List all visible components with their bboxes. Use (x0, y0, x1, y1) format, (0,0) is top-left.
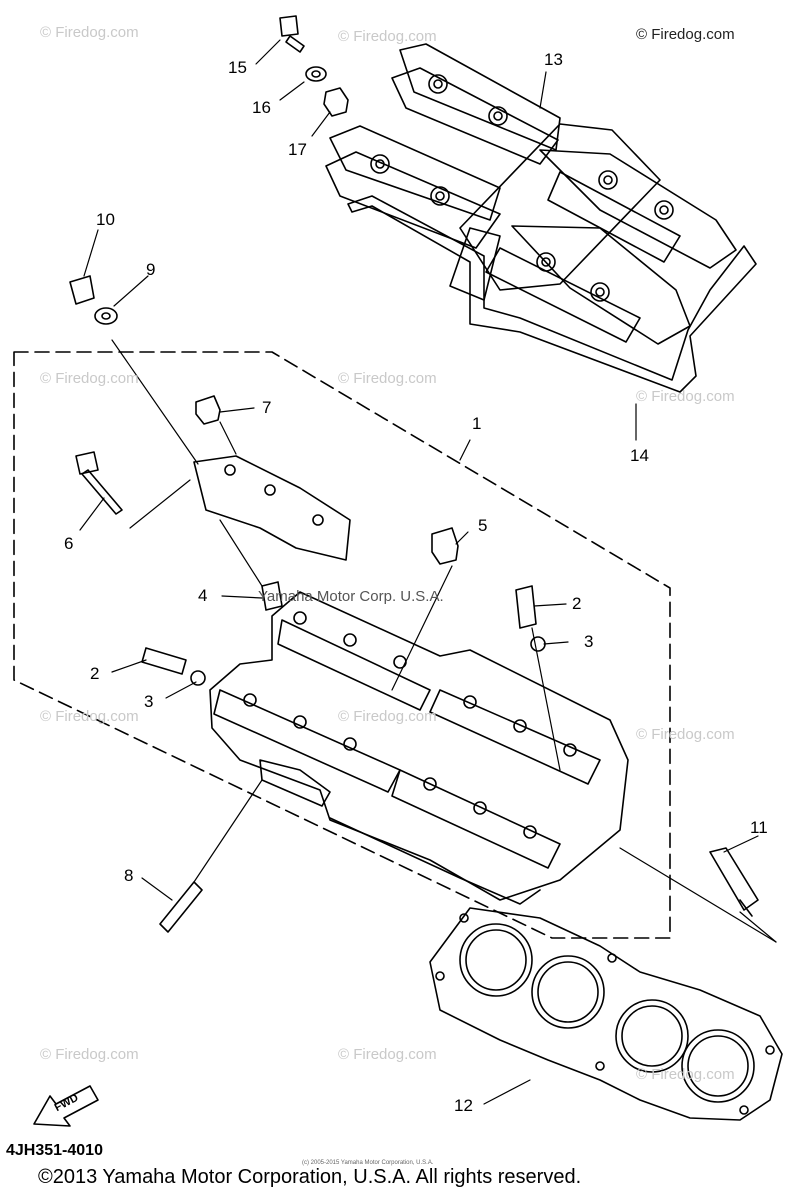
callout-17: 17 (288, 140, 307, 159)
head-gasket (429, 907, 783, 1121)
valve-guide-right (515, 585, 537, 629)
assembly-boundary (13, 351, 671, 939)
circlip-right (530, 636, 546, 652)
callout-2-left: 2 (90, 664, 100, 683)
plug-5 (431, 527, 459, 565)
watermark-top-right: © Firedog.com (636, 26, 735, 43)
leader-lines (79, 39, 777, 1105)
watermark: © Firedog.com (636, 726, 735, 743)
watermark: © Firedog.com (338, 28, 437, 45)
plug-7 (195, 395, 221, 425)
callout-15: 15 (228, 58, 247, 77)
cover-fasteners (279, 15, 349, 117)
watermark: © Firedog.com (40, 708, 139, 725)
callout-4: 4 (198, 586, 208, 605)
callout-2-right: 2 (572, 594, 582, 613)
callout-7: 7 (262, 398, 272, 417)
cylinder-head (209, 591, 629, 905)
callout-13: 13 (544, 50, 563, 69)
callout-16: 16 (252, 98, 271, 117)
fine-print: (c) 2005-2015 Yamaha Motor Corporation, … (302, 1160, 434, 1166)
callout-12: 12 (454, 1096, 473, 1115)
washer-9 (94, 307, 118, 325)
cover-gasket (347, 195, 757, 393)
callout-8: 8 (124, 866, 134, 885)
dowel-4 (261, 581, 283, 611)
watermark: © Firedog.com (40, 24, 139, 41)
watermark: © Firedog.com (338, 1046, 437, 1063)
callout-11: 11 (750, 818, 768, 837)
callout-3-left: 3 (144, 692, 154, 711)
callout-14: 14 (630, 446, 649, 465)
callout-5: 5 (478, 516, 488, 535)
callout-3-right: 3 (584, 632, 594, 651)
watermark: © Firedog.com (40, 370, 139, 387)
watermark: © Firedog.com (40, 1046, 139, 1063)
circlip-left (190, 670, 206, 686)
callout-6: 6 (64, 534, 74, 553)
stud-8 (159, 881, 203, 933)
callout-1: 1 (472, 414, 482, 433)
watermark: © Firedog.com (636, 388, 735, 405)
fwd-arrow (33, 1085, 99, 1127)
copyright-notice: ©2013 Yamaha Motor Corporation, U.S.A. A… (38, 1166, 582, 1188)
corp-watermark: Yamaha Motor Corp. U.S.A. (258, 588, 444, 605)
callout-9: 9 (146, 260, 156, 279)
plug-10 (69, 275, 95, 305)
valve-guide-left (141, 647, 187, 675)
spark-plug (709, 847, 759, 917)
callout-10: 10 (96, 210, 115, 229)
oil-pipe (193, 455, 351, 561)
watermark: © Firedog.com (636, 1066, 735, 1083)
part-number: 4JH351-4010 (6, 1142, 103, 1159)
watermark: © Firedog.com (338, 708, 437, 725)
bolt-6 (75, 451, 123, 515)
valve-cover (325, 43, 737, 345)
watermark: © Firedog.com (338, 370, 437, 387)
